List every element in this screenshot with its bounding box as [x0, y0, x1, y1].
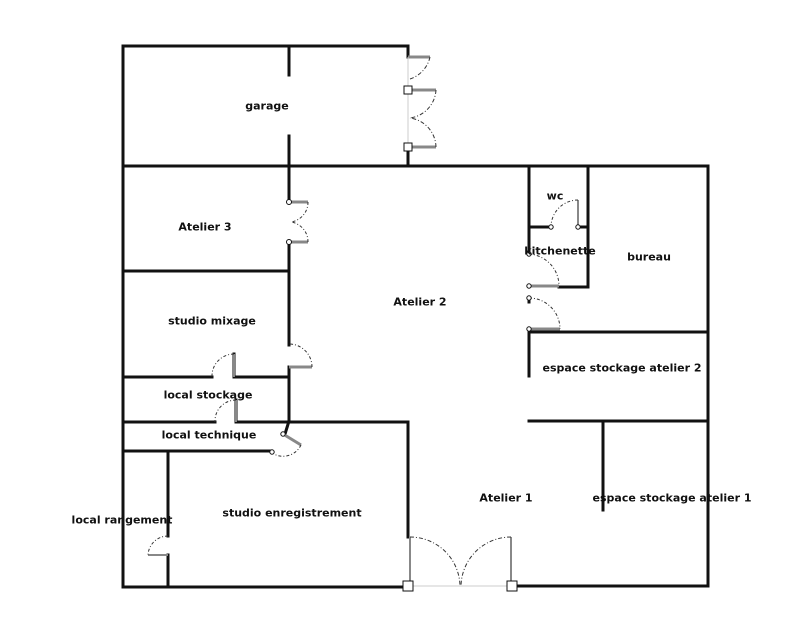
room-label-atelier-3: Atelier 3: [178, 220, 232, 234]
room-label-local-technique: local technique: [161, 428, 257, 442]
room-label-wc: wc: [546, 189, 564, 203]
kitchenette-door: [526, 251, 560, 289]
room-label-local-stockage: local stockage: [163, 388, 253, 402]
local-technique-door: [269, 420, 302, 457]
room-label-espace-stockage-atelier-2: espace stockage atelier 2: [542, 361, 702, 375]
walls: [121, 44, 710, 589]
wc-door: [548, 199, 581, 230]
studio-mixage-inner-door: [211, 353, 235, 378]
room-label-bureau: bureau: [627, 250, 671, 264]
local-rangement-door: [147, 535, 169, 556]
atelier-1-main-door: [402, 536, 518, 592]
room-label-local-rangement: local rangement: [71, 513, 173, 527]
room-label-atelier-2: Atelier 2: [393, 295, 447, 309]
atelier-3-door: [286, 199, 309, 245]
doors: [147, 55, 581, 592]
local-stockage-door: [214, 399, 237, 423]
studio-mixage-door: [288, 343, 313, 369]
room-label-espace-stockage-atelier-1: espace stockage atelier 1: [592, 491, 752, 505]
room-label-garage: garage: [245, 99, 289, 113]
room-label-studio-enregistrement: studio enregistrement: [222, 506, 362, 520]
room-label-atelier-1: Atelier 1: [479, 491, 533, 505]
room-label-studio-mixage: studio mixage: [168, 314, 256, 328]
garage-door: [403, 55, 437, 152]
bureau-door: [526, 295, 561, 332]
room-label-kitchenette: kitchenette: [524, 244, 596, 258]
